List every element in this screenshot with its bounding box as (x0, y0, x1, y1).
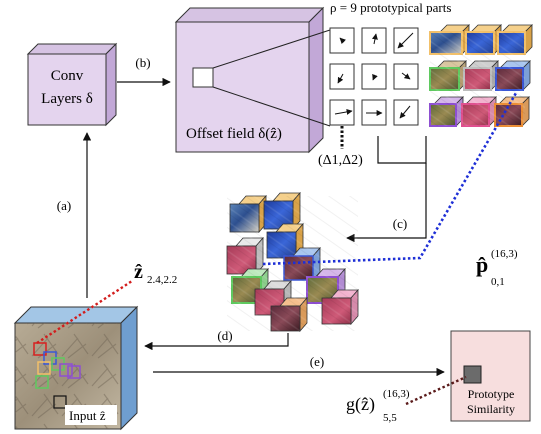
g-symbol: g(ẑ) (346, 394, 375, 415)
patch-box-black (53, 395, 67, 409)
edge-label-b: (b) (135, 55, 150, 70)
z-hat-symbol: ẑ (134, 261, 143, 283)
arrow-downleft-icon (397, 32, 414, 49)
arrow-right-icon (334, 108, 353, 115)
offset-cell-9 (393, 99, 419, 126)
z-hat-subscript: 2.4,2.2 (147, 274, 177, 286)
similarity-pointer (405, 375, 467, 406)
prototype-cube (463, 60, 499, 91)
prototype-cube (429, 60, 467, 91)
conv-layers-cube: Conv Layers δ (26, 42, 118, 127)
prototypical-parts-title: ρ = 9 prototypical parts (330, 0, 451, 15)
g-subscript: 5,5 (383, 412, 397, 424)
prototype-similarity-label-line1: Prototype (468, 387, 515, 401)
prototype-cube-grid (429, 24, 533, 127)
patch-box-purple (59, 363, 73, 377)
arrow-c (346, 163, 427, 243)
conv-layers-label-line2: Layers δ (41, 91, 93, 107)
delta-label: (Δ1,Δ2) (318, 153, 363, 168)
offset-arrow-grid (329, 27, 419, 126)
input-label-bg (65, 405, 117, 425)
prototype-cube (495, 60, 531, 91)
input-image-cube: Input ẑ (13, 305, 139, 431)
offset-field-label: Offset field δ(ẑ) (186, 126, 282, 142)
p-hat-symbol: p̂ (476, 252, 488, 277)
p-hat-label: p̂ (16,3) 0,1 (476, 248, 518, 288)
prototype-cube (465, 24, 502, 55)
prototype-similarity-label-line2: Similarity (467, 402, 515, 416)
conv-layers-label-line1: Conv (51, 68, 84, 84)
offset-window (192, 67, 214, 88)
conv-layers-face (27, 53, 107, 126)
arrow-d (144, 333, 289, 351)
projection-line-top (212, 29, 331, 69)
arrow-downright-icon (401, 72, 411, 80)
offset-cell-2 (361, 27, 387, 54)
arrow-downleft-icon (399, 105, 411, 119)
prototype-similarity-box: Prototype Similarity (450, 330, 531, 422)
g-label: g(ẑ) (16,3) 5,5 (346, 388, 410, 424)
patch-box-yellow (37, 361, 51, 375)
input-label: Input ẑ (69, 408, 106, 423)
bracket-c (377, 136, 427, 164)
prototype-cube (461, 96, 497, 127)
edge-label-d: (d) (217, 328, 232, 343)
patch-box-red (33, 342, 47, 356)
blue-dotted-connector (262, 92, 518, 266)
p-hat-superscript: (16,3) (491, 248, 518, 260)
prototype-cube (497, 24, 533, 55)
arrow-upleft-icon (339, 37, 346, 44)
p-hat-subscript: 0,1 (491, 276, 505, 288)
g-superscript: (16,3) (383, 388, 410, 400)
patch-box-green (35, 375, 49, 389)
prototype-cube (429, 24, 470, 55)
red-dotted-connector (36, 279, 133, 345)
z-hat-label: ẑ 2.4,2.2 (134, 261, 177, 286)
projection-line-bottom (212, 86, 331, 127)
edge-label-c: (c) (393, 216, 407, 231)
offset-field-cube: Offset field δ(ẑ) (174, 6, 325, 154)
prototype-cube (429, 96, 464, 127)
edge-label-a: (a) (57, 198, 71, 213)
arrow-up-icon (371, 33, 378, 45)
stack-cube (229, 194, 267, 234)
edge-label-e: (e) (310, 354, 324, 369)
arrow-down-icon (372, 73, 378, 81)
similarity-cell (463, 365, 482, 384)
arrow-downleft-icon (337, 73, 344, 84)
patch-box-purple (67, 365, 81, 379)
